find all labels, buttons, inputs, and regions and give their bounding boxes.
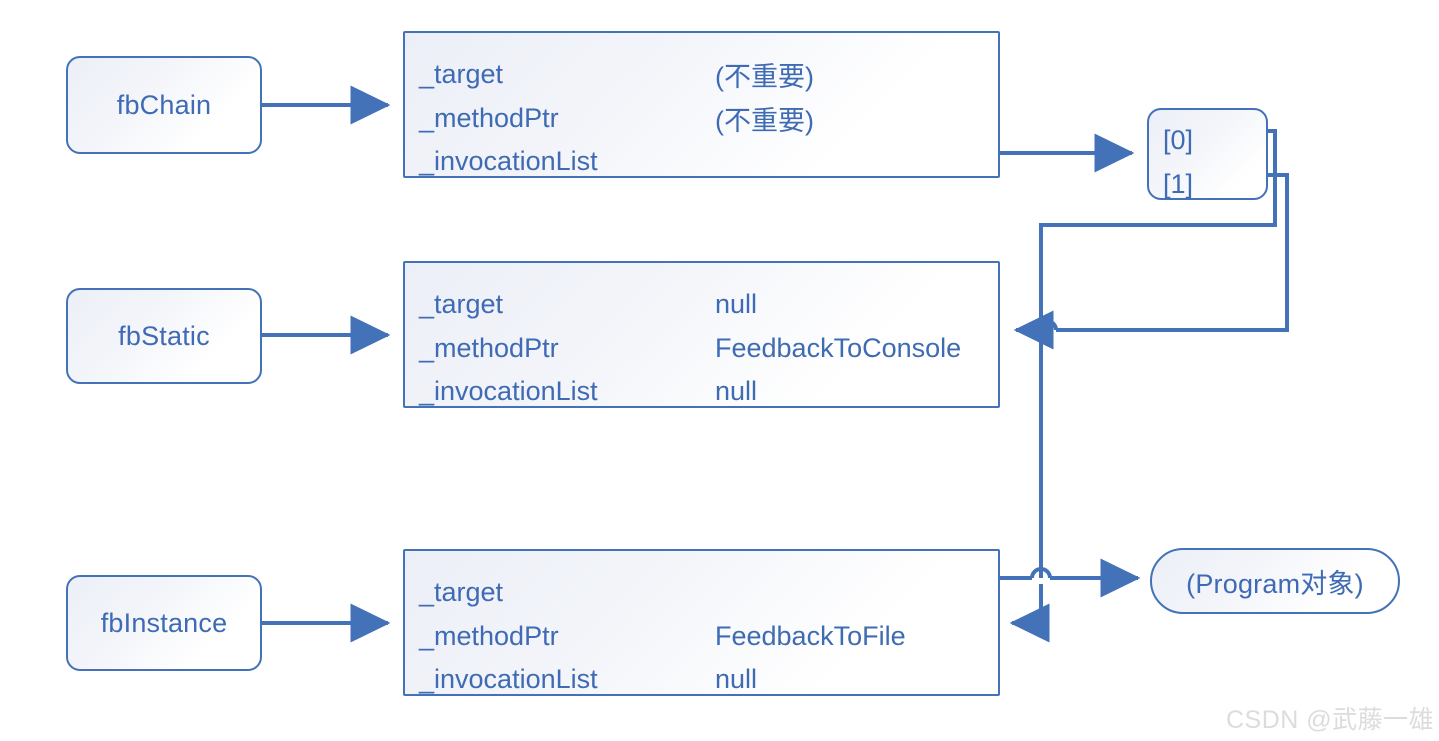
field-name: _invocationList [419, 145, 598, 176]
field-value: null [715, 663, 758, 694]
variable-box-fbinstance[interactable]: fbInstance [66, 575, 262, 671]
invocation-list-array[interactable]: [0] [1] [1147, 108, 1268, 200]
field-value: (不重要) [715, 105, 814, 136]
field-value: FeedbackToFile [715, 620, 906, 651]
variable-label: fbInstance [100, 607, 228, 638]
variable-box-fbstatic[interactable]: fbStatic [66, 288, 262, 384]
field-value: FeedbackToConsole [715, 332, 962, 363]
field-name: _methodPtr [419, 102, 559, 133]
jump-over-static-line [1036, 319, 1058, 331]
field-name: _target [419, 58, 504, 89]
variable-label: fbStatic [118, 320, 210, 351]
variable-label: fbChain [116, 89, 212, 120]
array-index-0: [0] [1163, 125, 1194, 155]
struct-box-fbinstance[interactable]: _target _methodPtr FeedbackToFile _invoc… [403, 549, 1000, 696]
struct-row: _target (不重要) [419, 52, 988, 96]
struct-row: _invocationList null [419, 369, 988, 413]
array-index-1: [1] [1163, 169, 1194, 199]
struct-row: _methodPtr (不重要) [419, 96, 988, 140]
field-value: (不重要) [715, 61, 814, 92]
field-value: null [715, 375, 758, 406]
field-value: null [715, 288, 758, 319]
program-object-box[interactable]: (Program对象) [1150, 548, 1400, 614]
struct-box-fbchain[interactable]: _target (不重要) _methodPtr (不重要) _invocati… [403, 31, 1000, 178]
field-name: _methodPtr [419, 332, 559, 363]
field-name: _invocationList [419, 663, 598, 694]
jump-over-target-line [1030, 567, 1052, 579]
field-name: _invocationList [419, 375, 598, 406]
field-name: _methodPtr [419, 620, 559, 651]
csdn-watermark: CSDN @武藤一雄 [1226, 706, 1435, 734]
program-object-label: (Program对象) [1186, 568, 1364, 599]
struct-row: _methodPtr FeedbackToFile [419, 614, 988, 658]
field-name: _target [419, 576, 504, 607]
struct-row: _invocationList [419, 139, 988, 183]
struct-row: _invocationList null [419, 657, 988, 701]
struct-row: _methodPtr FeedbackToConsole [419, 326, 988, 370]
variable-box-fbchain[interactable]: fbChain [66, 56, 262, 154]
struct-row: _target null [419, 282, 988, 326]
struct-row: _target [419, 570, 988, 614]
field-name: _target [419, 288, 504, 319]
struct-box-fbstatic[interactable]: _target null _methodPtr FeedbackToConsol… [403, 261, 1000, 408]
